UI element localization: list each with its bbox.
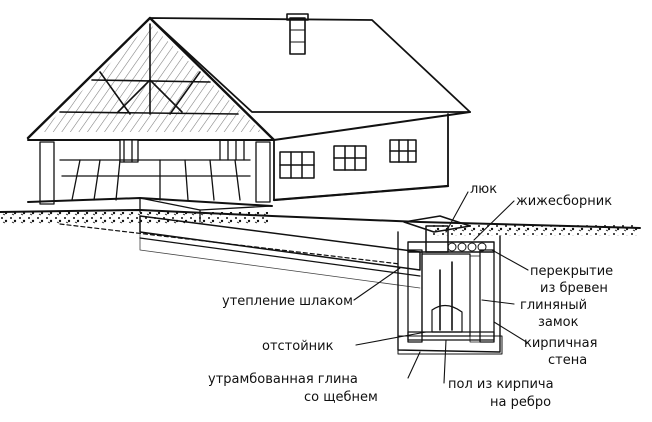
roof-truss xyxy=(59,23,239,115)
pit-brick-wall-right xyxy=(479,249,495,343)
label-brick-wall-line1: кирпичная xyxy=(524,336,597,351)
label-log-ceiling-line1: перекрытие xyxy=(530,264,613,279)
label-clay-lock-line2: замок xyxy=(538,315,579,330)
log-ceiling xyxy=(407,241,495,253)
label-brick-wall-line2: стена xyxy=(548,353,587,368)
label-hatch: люк xyxy=(470,182,497,197)
slurry-pit xyxy=(397,215,503,355)
label-clay-lock-line1: глиняный xyxy=(520,298,587,313)
callout-labels: люк жижесборник перекрытие из бревен гли… xyxy=(208,182,613,410)
slag-insulated-channel xyxy=(139,215,421,271)
barn-windows xyxy=(279,139,417,179)
barn-roof-gable-edge xyxy=(26,16,276,142)
pit-hatch-shaft xyxy=(425,225,449,253)
leader-lines xyxy=(353,191,529,384)
barn-building xyxy=(26,13,471,223)
label-slag-insulation: утепление шлаком xyxy=(222,294,353,309)
label-rammed-clay-line1: утрамбованная глина xyxy=(208,372,358,387)
barn-interior-cutaway xyxy=(27,139,273,223)
label-brick-floor-line1: пол из кирпича xyxy=(448,377,554,392)
label-settling-tank: отстойник xyxy=(262,339,334,354)
label-slurry-collector: жижесборник xyxy=(516,194,612,209)
label-brick-floor-line2: на ребро xyxy=(490,395,551,410)
label-rammed-clay-line2: со щебнем xyxy=(304,390,378,405)
label-log-ceiling-line2: из бревен xyxy=(540,281,608,296)
chimney xyxy=(286,13,309,55)
pit-hatch-lid xyxy=(403,215,471,233)
ground-section xyxy=(0,209,641,289)
